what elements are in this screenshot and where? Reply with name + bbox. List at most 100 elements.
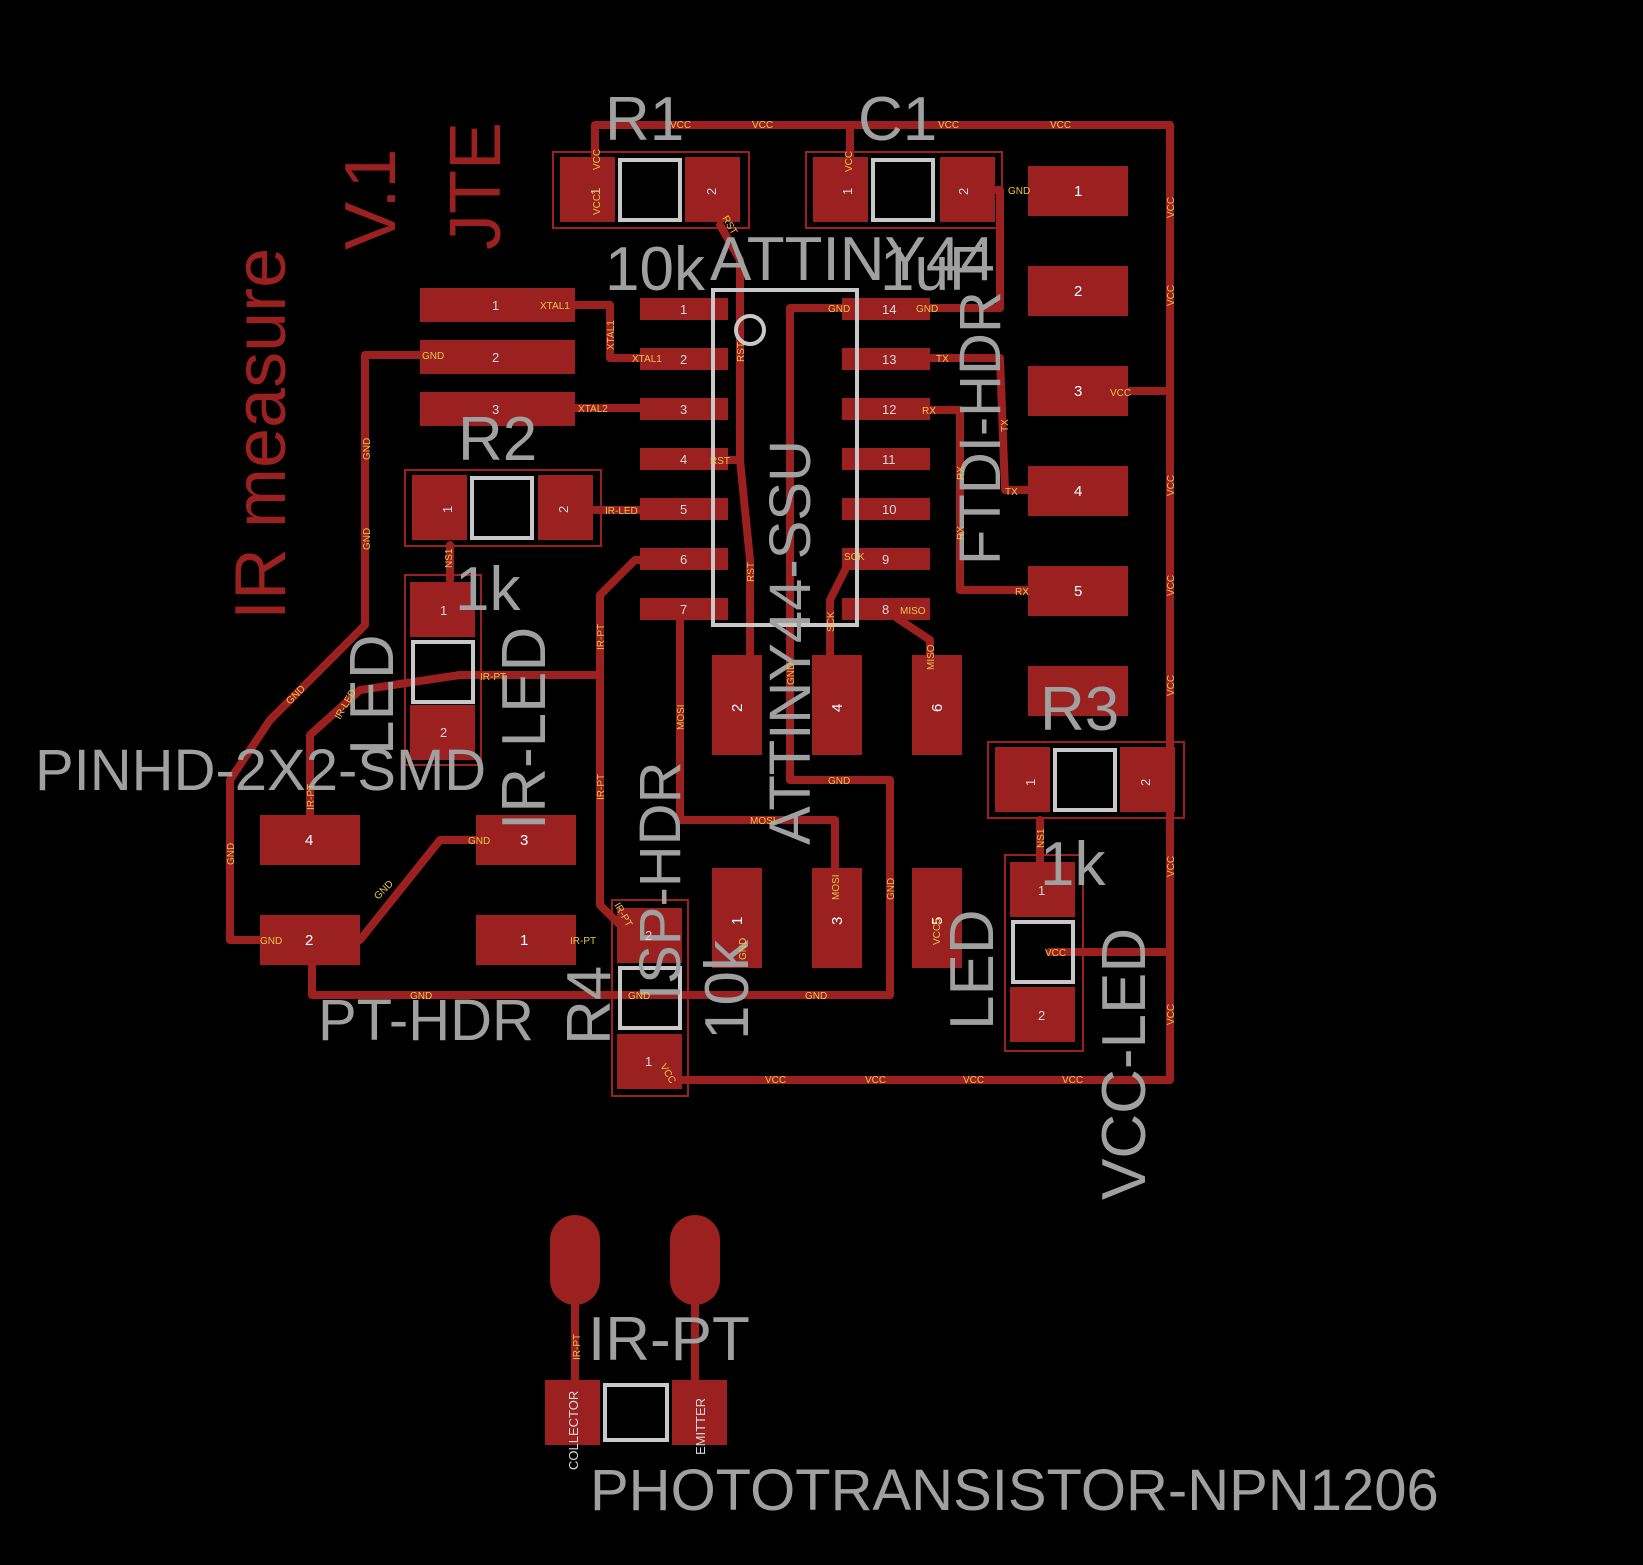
isp-pin-num-2: 2	[729, 704, 746, 712]
ic-pad-6	[640, 548, 728, 570]
ic-pin-num-9: 9	[882, 552, 889, 567]
r1-pad-2	[685, 157, 740, 222]
net-vcc-right-7: VCC	[1166, 1004, 1177, 1025]
net-vcc1-r1: VCC1	[592, 188, 603, 215]
r2-outline	[404, 469, 602, 547]
net-vcc5-isp: VCC5	[932, 918, 943, 945]
vcc-led-ref: VCC-LED	[1090, 928, 1159, 1200]
r4-body	[618, 966, 682, 1030]
net-vcc-bottom-4: VCC	[1062, 1075, 1083, 1086]
net-vcc-right-6: VCC	[1166, 856, 1177, 877]
isp-pad-5	[912, 868, 962, 968]
ftdi-pad-6	[1028, 666, 1128, 716]
pinhd-pad-4	[260, 815, 360, 865]
vcc-led-pad-2	[1010, 987, 1075, 1042]
ic-pin-num-6: 6	[680, 552, 687, 567]
trace-vcc-top	[591, 121, 1174, 1084]
net-gnd-isp-vert: GND	[886, 878, 897, 900]
net-tx-c: TX	[1005, 487, 1018, 498]
r4-ref: R4	[555, 966, 624, 1045]
ftdi-pad-5	[1028, 566, 1128, 616]
trace-mosi	[676, 606, 839, 874]
ic-pin-num-8: 8	[882, 602, 889, 617]
isp-pad-3	[812, 868, 862, 968]
res-pad-2	[420, 340, 575, 374]
r3-pad-2	[1120, 747, 1175, 812]
r2-ref: R2	[458, 405, 537, 474]
net-ir-pt-pin1: IR-PT	[570, 936, 596, 947]
vcc-led-pin-num-1: 1	[1038, 883, 1045, 898]
ftdi-pad-2	[1028, 266, 1128, 316]
ic-pad-14	[842, 298, 930, 320]
ic-pin-num-11: 11	[882, 452, 896, 467]
ic-pin-num-2: 2	[680, 352, 687, 367]
net-ir-pt-vert: IR-PT	[596, 624, 607, 650]
net-rx-c: RX	[956, 526, 967, 540]
ic-pad-8	[842, 598, 930, 620]
net-miso-a: MISO	[900, 606, 926, 617]
r2-pad-1	[412, 475, 467, 540]
vcc-led-pin-num-2: 2	[1038, 1008, 1045, 1023]
r4-value: 10k	[693, 939, 762, 1040]
ftdi-pin-num-5: 5	[1074, 583, 1082, 600]
r3-pin-num-1: 1	[1023, 779, 1038, 786]
res-pin-num-3: 3	[492, 402, 499, 417]
net-vcc-c1: VCC	[844, 151, 855, 172]
ftdi-pin-num-4: 4	[1074, 483, 1082, 500]
trace-rx	[926, 406, 1054, 594]
net-xtal1-c: XTAL1	[632, 354, 662, 365]
ic-pad-4	[640, 448, 728, 470]
r3-body	[1053, 748, 1117, 812]
ic-pad-13	[842, 348, 930, 370]
net-mosi-b: MOSI	[750, 816, 776, 827]
net-rx-b: RX	[956, 466, 967, 480]
net-vcc-right-5: VCC	[1166, 675, 1177, 696]
ic-pad-2	[640, 348, 728, 370]
ir-led-body	[411, 640, 475, 704]
r4-outline	[611, 899, 689, 1097]
vcc-led-body	[1011, 920, 1075, 984]
trace-gnd-ic	[601, 304, 894, 999]
c1-pin-num-1: 1	[840, 188, 855, 195]
net-ns1: NS1	[444, 548, 455, 568]
r3-ref: R3	[1040, 675, 1119, 744]
ic-pad-5	[640, 498, 728, 520]
net-sck-b: SCK	[826, 611, 837, 632]
pt-lead-pad-a	[550, 1215, 600, 1305]
net-gnd-ic-vert: GND	[786, 663, 797, 685]
vcc-led-pad-1	[1010, 862, 1075, 917]
net-ir-pt-vert2: IR-PT	[596, 774, 607, 800]
vcc-led-outline	[1004, 854, 1084, 1052]
trace-gnd-pin	[226, 351, 454, 944]
net-rx-a: RX	[922, 406, 936, 417]
c1-pad-1	[813, 157, 868, 222]
net-xtal1-b: XTAL1	[606, 320, 617, 350]
net-vcc-top-3: VCC	[938, 120, 959, 131]
c1-pad-2	[940, 157, 995, 222]
res-pad-3	[420, 392, 575, 426]
ic-pad-11	[842, 448, 930, 470]
ir-led-pin-num-2: 2	[440, 725, 447, 740]
trace-tx	[926, 354, 1054, 494]
isp-pin-num-6: 6	[929, 704, 946, 712]
r2-value: 1k	[455, 555, 521, 624]
ic-pin-num-10: 10	[882, 502, 896, 517]
component-labels: R1 10k C1 1uF ATTINY44 ATTINY44-SSU FTDI…	[35, 85, 1439, 1523]
ftdi-pin-num-3: 3	[1074, 383, 1082, 400]
net-tx-a: TX	[936, 354, 949, 365]
r4-pin-num-1: 1	[645, 1054, 652, 1069]
c1-ref: C1	[858, 85, 937, 154]
net-vcc-led: VCC	[1045, 948, 1066, 959]
c1-outline	[805, 151, 1003, 229]
ir-pt-ref: IR-PT	[588, 1305, 750, 1374]
ic-pin-num-7: 7	[680, 602, 687, 617]
net-ns1-r3: NS1	[1036, 828, 1047, 848]
ic-pad-7	[640, 598, 728, 620]
net-rst-ic: RST	[710, 456, 730, 467]
pt-lead-pad-b	[670, 1215, 720, 1305]
net-gnd-left-1: GND	[362, 438, 373, 460]
ftdi-device: FTDI-HDR	[948, 291, 1013, 565]
net-vcc-right-1: VCC	[1166, 197, 1177, 218]
r3-outline	[987, 741, 1185, 819]
